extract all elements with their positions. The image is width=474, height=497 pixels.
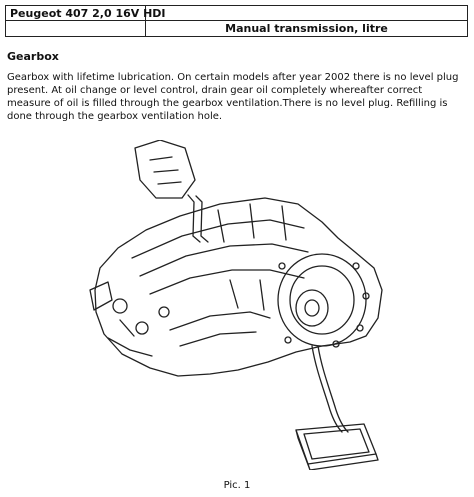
header-blank-left xyxy=(6,21,146,36)
header-table: Peugeot 407 2,0 16V HDI Manual transmiss… xyxy=(5,5,468,37)
header-blank xyxy=(146,6,467,20)
gearbox-illustration xyxy=(89,140,383,470)
figure-caption: Pic. 1 xyxy=(223,480,251,491)
vehicle-model: Peugeot 407 2,0 16V HDI xyxy=(6,6,166,20)
header-row-top: Peugeot 407 2,0 16V HDI xyxy=(6,6,467,21)
section-title: Gearbox xyxy=(7,50,59,63)
header-row-bottom: Manual transmission, litre xyxy=(6,21,467,36)
document-subject: Manual transmission, litre xyxy=(225,22,388,35)
section-text: Gearbox with lifetime lubrication. On ce… xyxy=(7,72,459,122)
